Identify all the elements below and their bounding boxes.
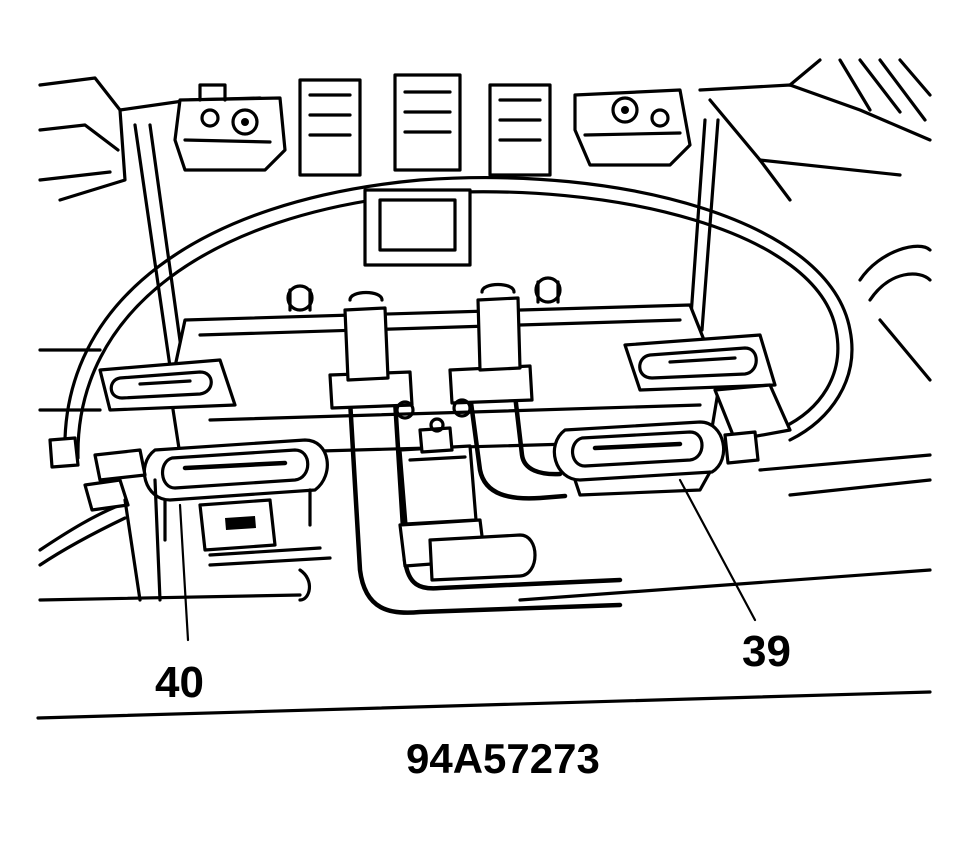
lower-panel-lines — [38, 348, 932, 602]
center-connector-stack — [298, 73, 552, 177]
left-hose-clamp — [38, 436, 147, 567]
left-slotted-clip — [98, 358, 237, 412]
figure-identifier: 94A57273 — [406, 735, 600, 782]
callout-label-40: 40 — [155, 658, 204, 707]
callout-label-39: 39 — [742, 627, 791, 676]
cowl-background — [38, 58, 932, 202]
component-39-grommet — [552, 420, 726, 497]
left-mount-bracket — [173, 83, 287, 172]
right-ancillary — [713, 244, 932, 497]
vacuum-hose-arch — [63, 176, 854, 460]
callout-leaders — [178, 478, 757, 642]
intake-plenum — [168, 188, 722, 457]
leader-line-39 — [678, 478, 757, 622]
figure-divider-line — [36, 690, 932, 720]
right-mount-bracket — [573, 88, 692, 167]
lower-left-connector — [198, 498, 332, 602]
leader-line-40 — [178, 503, 190, 642]
component-40-grommet — [142, 438, 329, 542]
right-slotted-clip — [623, 333, 777, 392]
center-valve-body — [398, 417, 537, 582]
coolant-u-tube — [328, 282, 623, 615]
